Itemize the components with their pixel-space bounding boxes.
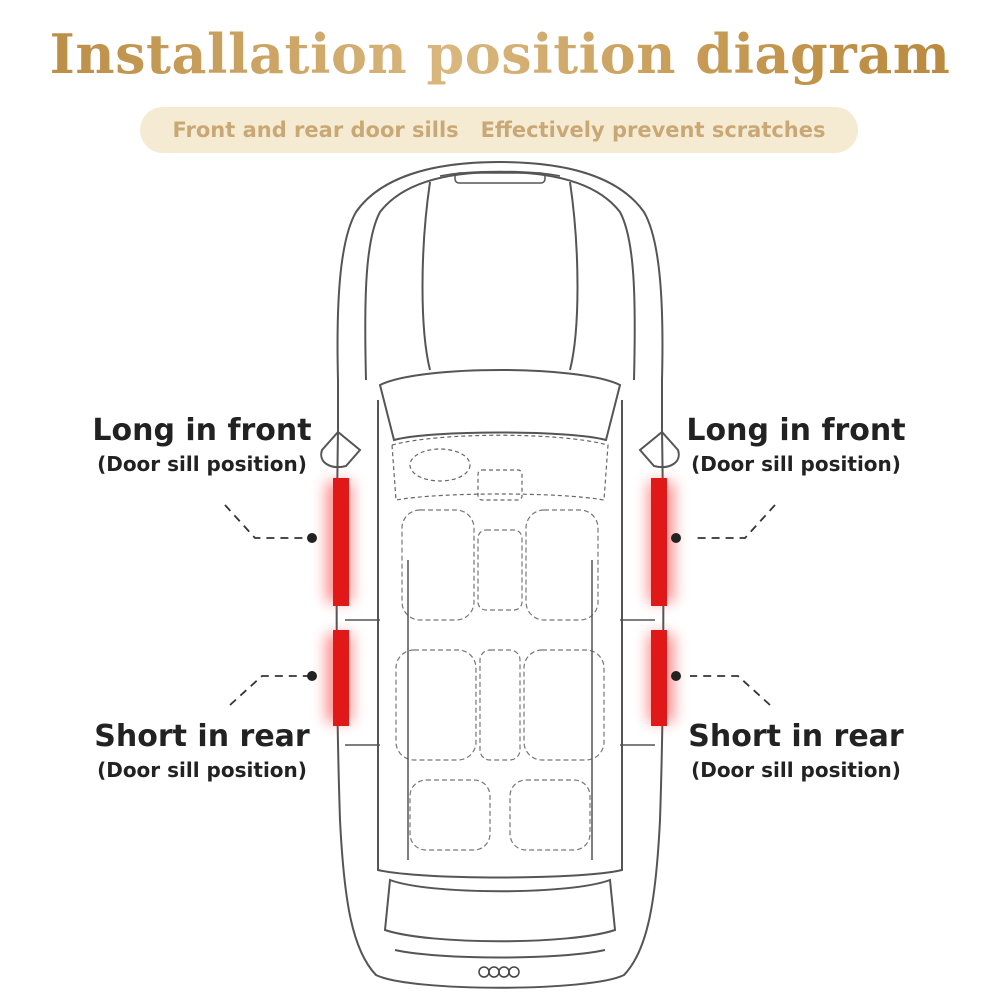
label-right-front: Long in front (Door sill position) (656, 412, 936, 478)
right-front-strip (651, 478, 667, 606)
label-right-rear-main: Short in rear (688, 719, 904, 754)
subtitle-text: Front and rear door sills Effectively pr… (172, 118, 826, 142)
seats (395, 509, 605, 851)
dashboard (391, 434, 609, 501)
left-mirror (320, 430, 362, 468)
label-left-front-main: Long in front (92, 413, 312, 448)
label-left-front: Long in front (Door sill position) (62, 412, 342, 478)
left-rear-strip (333, 630, 349, 726)
door-sill-strips (326, 478, 674, 726)
label-left-rear-main: Short in rear (94, 719, 310, 754)
label-left-rear-sub: (Door sill position) (97, 758, 307, 782)
label-left-rear: Short in rear (Door sill position) (62, 718, 342, 784)
label-right-front-sub: (Door sill position) (691, 452, 901, 476)
leader-lines (224, 504, 776, 706)
car-body (335, 160, 665, 989)
leader-dots (307, 533, 681, 681)
front-grille (439, 170, 561, 184)
left-front-strip (333, 478, 349, 606)
label-right-rear-sub: (Door sill position) (691, 758, 901, 782)
right-mirror (638, 430, 680, 468)
right-rear-strip (651, 630, 667, 726)
page-title: Installation position diagram (0, 22, 1000, 86)
rear-logo (478, 966, 520, 978)
label-right-rear: Short in rear (Door sill position) (656, 718, 936, 784)
subtitle-banner: Front and rear door sills Effectively pr… (140, 107, 858, 153)
door-lines (345, 560, 655, 860)
label-left-front-sub: (Door sill position) (97, 452, 307, 476)
label-right-front-main: Long in front (686, 413, 906, 448)
